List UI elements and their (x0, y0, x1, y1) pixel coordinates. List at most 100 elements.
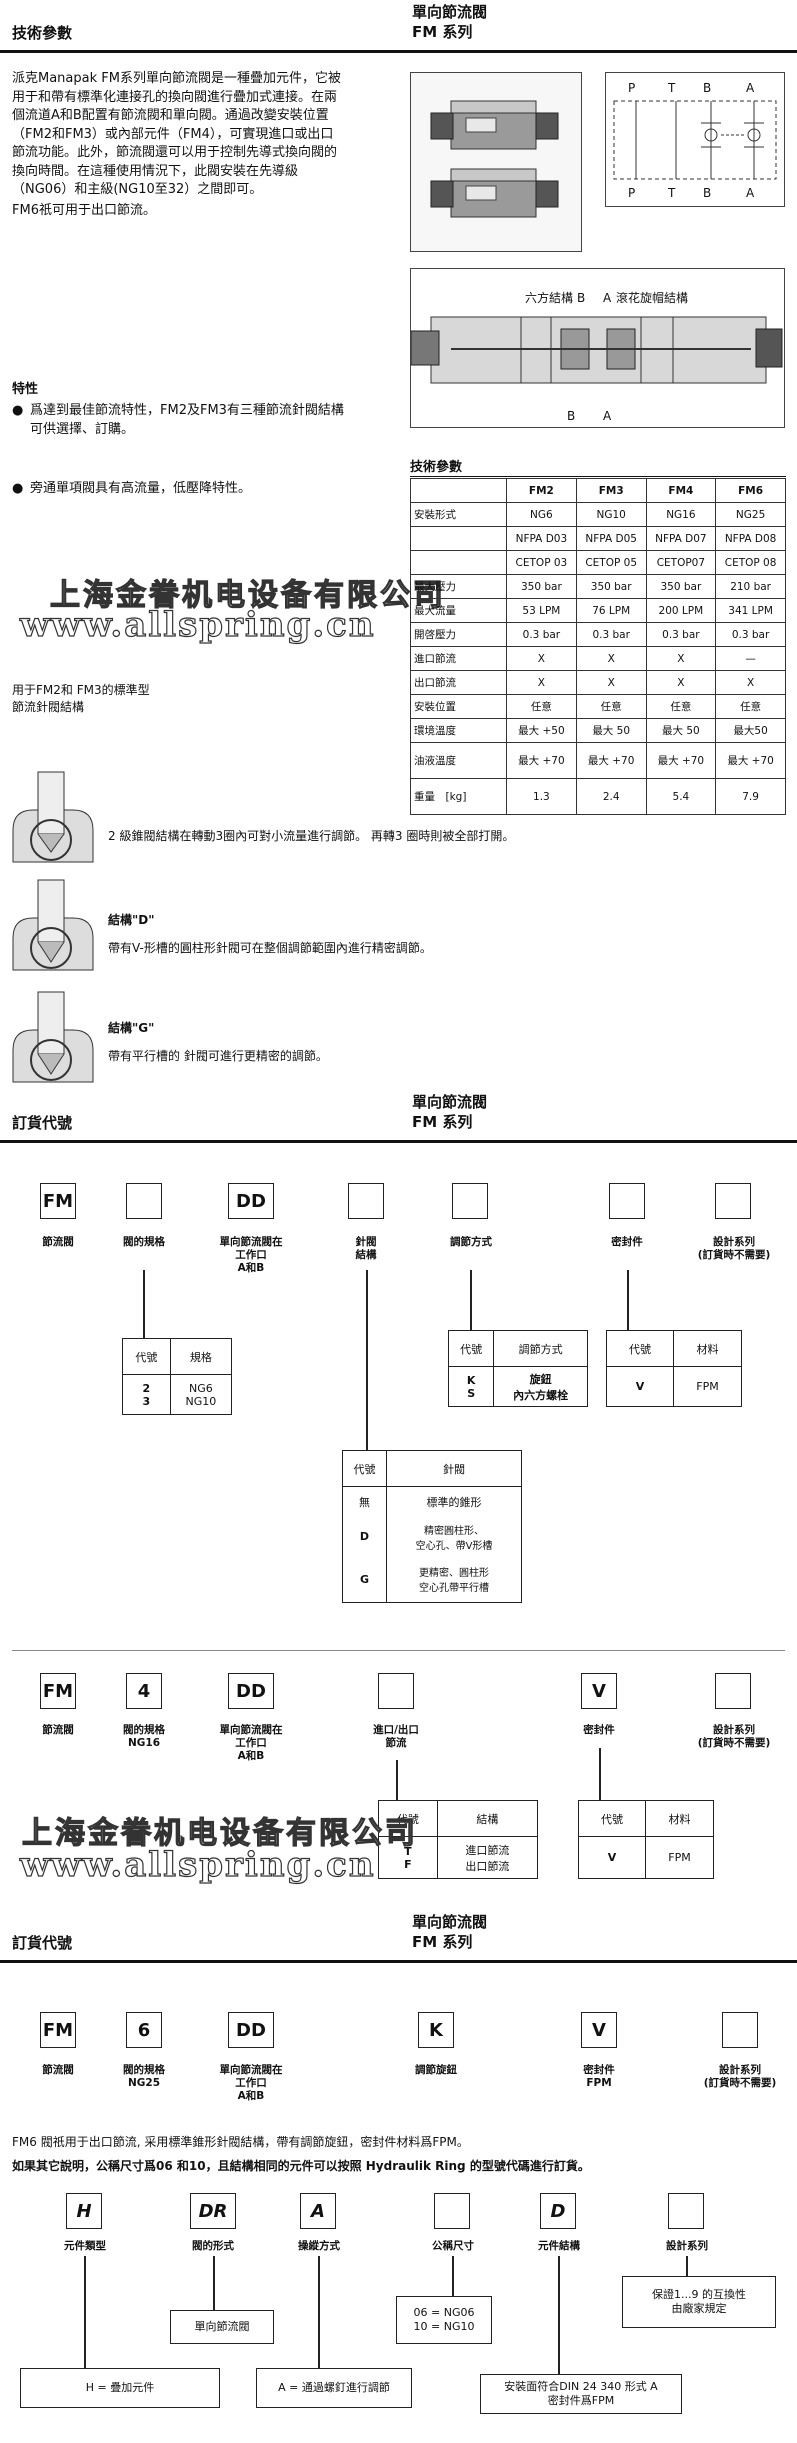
spec-cell: 最大 +70 (506, 742, 577, 779)
code-label-seal: 密封件 (611, 1236, 643, 1248)
symbol-port-t-bottom: T (668, 186, 676, 200)
spec-cell: 出口節流 (410, 670, 507, 695)
table-cell: D (342, 1516, 387, 1557)
bullet-icon: ● (12, 403, 24, 418)
table-head: 針閥 (386, 1450, 522, 1487)
spec-header-cell: FM2 (506, 478, 577, 503)
code-label-adjust: 調節方式 (450, 1236, 492, 1248)
order-header-title-1: 單向節流閥 (412, 1093, 488, 1111)
header-series: FM 系列 (412, 23, 473, 41)
code-box-series-4 (668, 2193, 704, 2229)
intro-line: FM6祇可用于出口節流。 (12, 202, 156, 218)
code-label-size-3: 閥的規格 NG25 (123, 2064, 165, 2089)
spec-cell: 最大 +50 (506, 718, 577, 743)
spec-cell: 350 bar (645, 574, 717, 599)
table-cell: FPM (673, 1366, 742, 1407)
feature-line: 可供選擇、訂購。 (30, 421, 135, 437)
code-label-series-3: 設計系列 (訂貨時不需要) (703, 2064, 777, 2089)
spec-cell: 任意 (715, 694, 786, 719)
header-rule (0, 50, 797, 53)
section-label-a: A (603, 291, 612, 305)
spec-cell: CETOP07 (645, 550, 717, 575)
desc-operation: A = 通過螺釘進行調節 (256, 2368, 412, 2408)
cell-line: NG6 (188, 1381, 213, 1395)
table-head: 材料 (673, 1330, 742, 1367)
spec-cell: NG6 (506, 502, 577, 527)
code-box-size-2: 4 (126, 1673, 162, 1709)
spec-cell: 76 LPM (575, 598, 647, 623)
code-box-size-3: 6 (126, 2012, 162, 2048)
spec-cell: 350 bar (575, 574, 647, 599)
section-label-a-bottom: A (603, 409, 612, 423)
spec-cell: 最大 +70 (645, 742, 717, 779)
leader-line (470, 1270, 472, 1330)
table-head: 材料 (645, 1800, 714, 1837)
code-box-io-2 (378, 1673, 414, 1709)
spec-cell: 最大壓力 (410, 574, 507, 599)
spec-cell: NFPA D08 (715, 526, 786, 551)
table-head: 代號 (606, 1330, 674, 1367)
spec-header-cell: FM4 (645, 478, 717, 503)
table-head: 代號 (122, 1338, 171, 1375)
spec-cell: X (575, 670, 647, 695)
cell-line: 內六方螺栓 (513, 1388, 569, 1402)
intro-line: 用于和帶有標準化連接孔的換向閥進行疊加式連接。在兩 (12, 89, 338, 105)
feature-line: 旁通單項閥具有高流量，低壓降特性。 (30, 481, 252, 496)
needle-title-g: 結構"G" (108, 1021, 155, 1035)
spec-cell: X (506, 646, 577, 671)
spec-cell: X (645, 646, 717, 671)
spec-cell: 0.3 bar (575, 622, 647, 647)
spec-cell: 5.4 (645, 778, 717, 815)
feature-item-2: ● 旁通單項閥具有高流量，低壓降特性。 (12, 480, 407, 499)
symbol-port-b-bottom: B (703, 186, 712, 200)
code-label-size-2: 閥的規格 NG16 (123, 1724, 165, 1749)
code-box-seal-2: V (581, 1673, 617, 1709)
spec-cell: 最大 +70 (715, 742, 786, 779)
code-box-seal (609, 1183, 645, 1219)
spec-cell: X (645, 670, 717, 695)
cell-line: T (404, 1844, 412, 1858)
code-label-ports: 單向節流閥在 工作口 A和B (219, 1236, 283, 1274)
desc-element-type: H = 疊加元件 (20, 2368, 220, 2408)
table-cell: FPM (645, 1836, 714, 1879)
order-title-3: 訂貨代號 (12, 1934, 73, 1952)
table-cell: 無 (342, 1486, 387, 1517)
spec-cell: 0.3 bar (506, 622, 577, 647)
code-box-needle (348, 1183, 384, 1219)
spec-row: 安裝位置任意任意任意任意 (410, 694, 786, 719)
table-cell: 標準的錐形 (386, 1486, 522, 1517)
leader-line (558, 2256, 560, 2374)
needle-drawing-g (8, 990, 96, 1088)
feature-line: 爲達到最佳節流特性，FM2及FM3有三種節流針閥結構 (30, 403, 344, 418)
spec-cell: NG25 (715, 502, 786, 527)
order-header-title-3: 單向節流閥 (412, 1913, 488, 1931)
spec-title: 技術參數 (410, 460, 463, 475)
features-title: 特性 (12, 382, 39, 397)
table-cell: 旋鈕內六方螺栓 (493, 1366, 588, 1407)
spec-cell: X (575, 646, 647, 671)
watermark-company-2: 上海金眷机电设备有限公司 (21, 1815, 418, 1851)
section-label-hex: 六方結構 (525, 291, 574, 305)
bullet-icon: ● (12, 481, 24, 496)
spec-cell: 200 LPM (645, 598, 717, 623)
code-label-series-2: 設計系列 (訂貨時不需要) (697, 1724, 771, 1749)
code-label-knob-3: 調節旋鈕 (415, 2064, 457, 2076)
spec-header-cell: FM6 (715, 478, 786, 503)
code-label-series-4: 設計系列 (666, 2240, 708, 2252)
spec-rule (410, 476, 786, 477)
intro-line: 派克Manapak FM系列單向節流閥是一種疊加元件，它被 (12, 71, 341, 86)
intro-line: 個流道A和B配置有節流閥和單向閥。通過改變安裝位置 (12, 108, 329, 123)
order-rule-1 (0, 1140, 797, 1143)
table-head: 結構 (436, 1800, 539, 1837)
code-label-size-4: 公稱尺寸 (432, 2240, 474, 2252)
